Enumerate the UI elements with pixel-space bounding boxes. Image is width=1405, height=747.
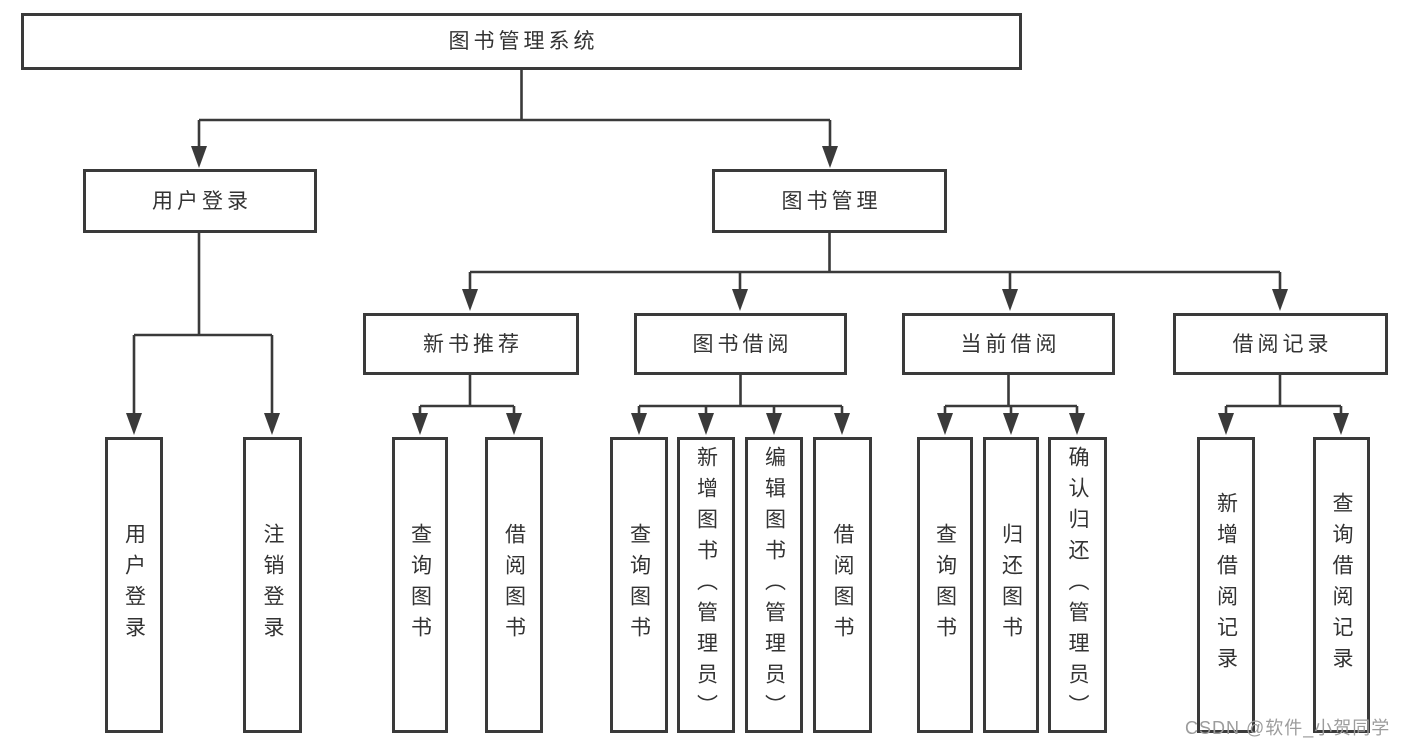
- connector-current-to-leaves: [943, 375, 1079, 417]
- node-user-login-label: 用户登录: [152, 189, 252, 213]
- connector-recommend-to-leaves: [418, 375, 516, 417]
- leaf-logout: 注销登录: [243, 437, 302, 733]
- arrowhead: [822, 146, 838, 168]
- arrowhead: [1218, 413, 1234, 435]
- arrowhead: [1272, 289, 1288, 311]
- arrowhead: [698, 413, 714, 435]
- leaf-confirm-return-admin: 确认归还（管理员）: [1048, 437, 1107, 733]
- arrowhead: [1333, 413, 1349, 435]
- arrowhead: [766, 413, 782, 435]
- node-new-book-recommend-label: 新书推荐: [423, 332, 523, 356]
- arrowhead: [1002, 289, 1018, 311]
- arrowhead: [191, 146, 207, 168]
- leaf-query-books-current-label: 查询图书: [933, 523, 957, 647]
- leaf-return-books-label: 归还图书: [999, 523, 1023, 647]
- arrowhead: [462, 289, 478, 311]
- arrowhead: [1069, 413, 1085, 435]
- connector-records-to-leaves: [1224, 375, 1343, 417]
- node-book-borrow-label: 图书借阅: [692, 332, 793, 356]
- node-borrow-records-label: 借阅记录: [1232, 332, 1333, 356]
- node-current-borrow-label: 当前借阅: [960, 332, 1061, 356]
- leaf-query-borrow-record: 查询借阅记录: [1313, 437, 1370, 733]
- leaf-confirm-return-admin-label: 确认归还（管理员）: [1066, 445, 1089, 725]
- leaf-borrow-books: 借阅图书: [813, 437, 872, 733]
- connector-borrow-to-leaves: [637, 375, 844, 417]
- node-book-management: 图书管理: [712, 169, 947, 233]
- leaf-query-books-borrow: 查询图书: [610, 437, 668, 733]
- node-user-login: 用户登录: [83, 169, 317, 233]
- node-root-label: 图书管理系统: [448, 30, 599, 53]
- arrowhead: [631, 413, 647, 435]
- arrowhead: [264, 413, 280, 435]
- connector-management-to-level3: [468, 233, 1282, 293]
- leaf-logout-label: 注销登录: [261, 523, 284, 647]
- arrowhead: [126, 413, 142, 435]
- leaf-edit-books-admin: 编辑图书（管理员）: [745, 437, 803, 733]
- node-current-borrow: 当前借阅: [902, 313, 1115, 375]
- leaf-add-books-admin-label: 新增图书（管理员）: [694, 445, 718, 725]
- node-book-management-label: 图书管理: [781, 189, 882, 213]
- leaf-query-books-current: 查询图书: [917, 437, 973, 733]
- leaf-query-books-recommend-label: 查询图书: [408, 523, 432, 647]
- connector-login-to-leaves: [132, 233, 274, 417]
- leaf-user-login-label: 用户登录: [122, 523, 146, 647]
- arrowhead: [937, 413, 953, 435]
- leaf-add-borrow-record-label: 新增借阅记录: [1214, 492, 1238, 678]
- leaf-user-login: 用户登录: [105, 437, 163, 733]
- leaf-edit-books-admin-label: 编辑图书（管理员）: [762, 445, 786, 725]
- arrowhead: [506, 413, 522, 435]
- leaf-borrow-books-recommend-label: 借阅图书: [502, 523, 526, 647]
- arrowhead: [412, 413, 428, 435]
- node-borrow-records: 借阅记录: [1173, 313, 1388, 375]
- csdn-watermark: CSDN @软件_小贺同学: [1185, 718, 1391, 738]
- leaf-add-books-admin: 新增图书（管理员）: [677, 437, 735, 733]
- leaf-add-borrow-record: 新增借阅记录: [1197, 437, 1255, 733]
- node-root-system: 图书管理系统: [21, 13, 1022, 70]
- arrowhead: [732, 289, 748, 311]
- leaf-borrow-books-recommend: 借阅图书: [485, 437, 543, 733]
- node-new-book-recommend: 新书推荐: [363, 313, 579, 375]
- leaf-borrow-books-label: 借阅图书: [831, 523, 854, 647]
- arrowhead: [834, 413, 850, 435]
- connector-root-to-level2: [197, 70, 832, 150]
- node-book-borrow: 图书借阅: [634, 313, 847, 375]
- leaf-return-books: 归还图书: [983, 437, 1039, 733]
- leaf-query-books-recommend: 查询图书: [392, 437, 448, 733]
- arrowhead: [1003, 413, 1019, 435]
- leaf-query-borrow-record-label: 查询借阅记录: [1330, 492, 1353, 678]
- leaf-query-books-borrow-label: 查询图书: [627, 523, 651, 647]
